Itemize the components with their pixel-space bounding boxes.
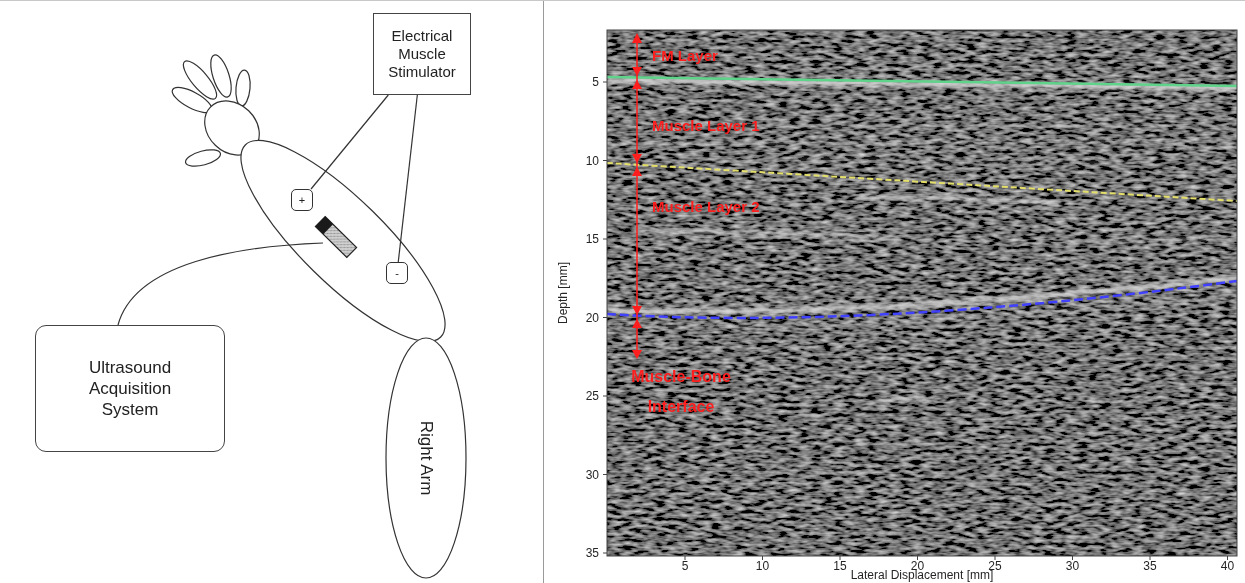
tick-label: 10 xyxy=(756,559,769,573)
stimulator-box: Electrical Muscle Stimulator xyxy=(373,13,471,95)
probe-cable xyxy=(118,243,323,325)
tick-label: 40 xyxy=(1221,559,1234,573)
tick-label: 5 xyxy=(682,559,689,573)
layer-label: Muscle-Bone Interface xyxy=(619,362,744,422)
tick-label: 20 xyxy=(586,311,599,325)
acquisition-box: Ultrasound Acquisition System xyxy=(35,325,225,452)
lead-wire xyxy=(311,95,388,189)
node-label: - xyxy=(395,267,399,279)
layer-label: Muscle Layer 2 xyxy=(652,198,760,215)
tick-label: 15 xyxy=(586,232,599,246)
tick-label: 25 xyxy=(586,389,599,403)
tick-label: 30 xyxy=(586,468,599,482)
axis-title: Lateral Displacement [mm] xyxy=(851,568,994,582)
ultrasound-image xyxy=(607,30,1237,556)
tick-label: 35 xyxy=(586,546,599,560)
ultrasound-probe xyxy=(315,217,356,258)
tick-label: 10 xyxy=(586,154,599,168)
image-frame xyxy=(607,30,1237,556)
forearm-outline xyxy=(216,115,470,367)
node-label: + xyxy=(299,194,305,206)
lead-wire xyxy=(398,95,417,262)
tick-label: 30 xyxy=(1066,559,1079,573)
axis-title: Depth [mm] xyxy=(556,262,570,324)
fm-boundary-line xyxy=(607,77,1237,86)
bone-boundary-line xyxy=(607,281,1237,318)
layer-label: FM Layer xyxy=(652,47,718,64)
electrode-pad: - xyxy=(386,262,408,284)
panel-divider xyxy=(543,0,544,583)
depth-arrow xyxy=(632,33,642,359)
tick-label: 15 xyxy=(833,559,846,573)
muscle-boundary-line xyxy=(607,163,1237,201)
electrode-pad: + xyxy=(291,189,313,211)
tick-label: 35 xyxy=(1143,559,1156,573)
upper-arm-ellipse: Right Arm xyxy=(385,337,467,579)
tick-label: 5 xyxy=(592,75,599,89)
layer-label: Muscle Layer 1 xyxy=(652,117,760,134)
panel-border xyxy=(0,0,1245,1)
node-label: Right Arm xyxy=(416,421,436,496)
node-label: Ultrasound Acquisition System xyxy=(73,357,188,420)
axis-ticks xyxy=(603,82,1228,560)
node-label: Electrical Muscle Stimulator xyxy=(374,27,470,81)
